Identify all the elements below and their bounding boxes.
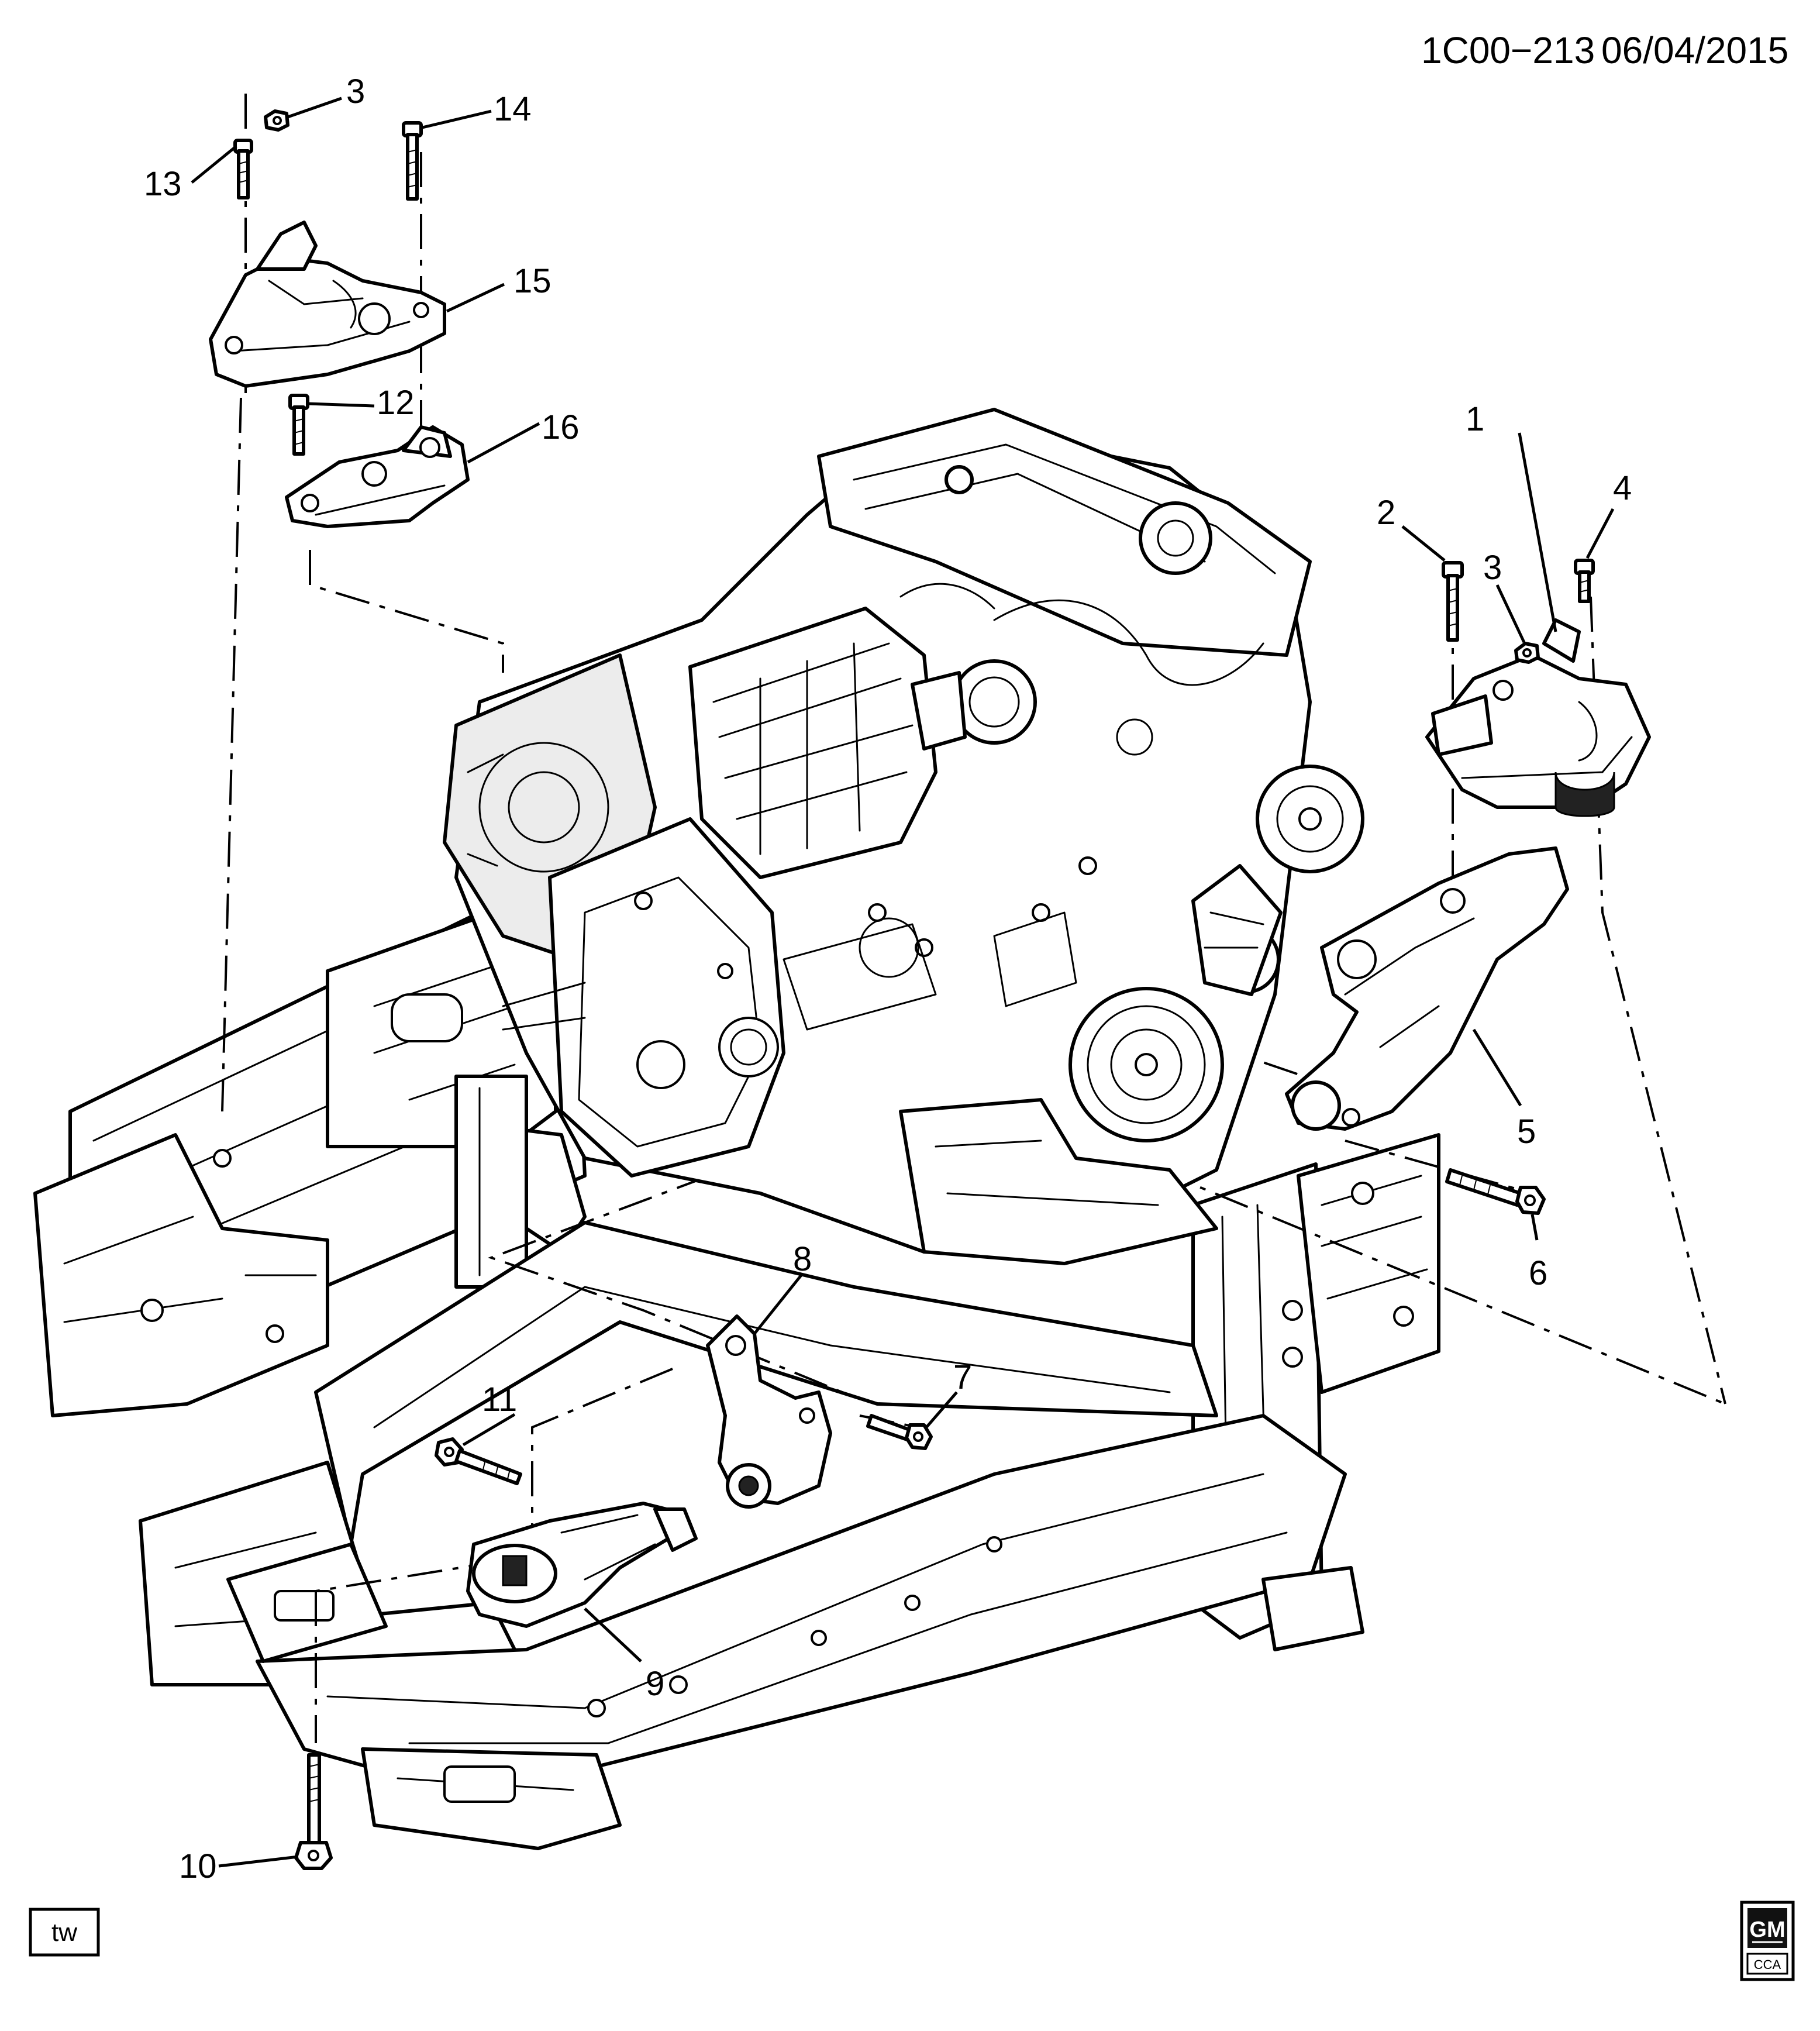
callout-14: 14 — [494, 90, 532, 128]
tw-tag: tw — [29, 1908, 100, 1957]
callout-8: 8 — [793, 1240, 812, 1278]
callout-13: 13 — [144, 165, 182, 203]
part-14-bolt — [402, 121, 423, 201]
part-4-bolt — [1574, 559, 1595, 603]
diagram-date: 06/04/2015 — [1601, 29, 1788, 71]
callout-2: 2 — [1377, 494, 1395, 532]
callout-4: 4 — [1613, 469, 1632, 507]
callout-leaders — [191, 97, 1615, 1868]
gm-logo: GM CCA — [1740, 1901, 1795, 1981]
callout-6: 6 — [1529, 1254, 1547, 1292]
front-crossmember — [33, 899, 587, 1417]
part-13-bolt — [233, 139, 253, 199]
part-16-mount-bracket — [285, 425, 470, 528]
callout-9: 9 — [646, 1665, 664, 1703]
part-6-bolt — [1445, 1168, 1546, 1215]
callout-12: 12 — [377, 384, 415, 422]
callout-16: 16 — [542, 408, 580, 446]
part-1-engine-mount — [1425, 618, 1651, 817]
callout-7: 7 — [953, 1358, 972, 1396]
part-3-nut-right — [1514, 642, 1540, 664]
callout-5: 5 — [1517, 1113, 1536, 1151]
callout-10: 10 — [179, 1847, 217, 1885]
part-12-bolt — [288, 394, 309, 456]
callout-labels: 1 2 3 3 4 5 6 7 8 9 10 11 12 13 14 15 16 — [144, 73, 1632, 1885]
part-10-bolt — [294, 1753, 333, 1870]
part-3-nut — [264, 109, 289, 132]
part-9-rear-torque-mount — [466, 1502, 698, 1628]
callout-3-upper: 3 — [346, 73, 365, 111]
diagram-reference-number: 1C00−213 — [1421, 29, 1595, 71]
engine-assembly — [443, 408, 1364, 1265]
callout-11: 11 — [482, 1381, 517, 1419]
callout-3-right: 3 — [1483, 549, 1502, 587]
engine-subframe — [139, 1221, 1364, 1850]
part-2-bolt — [1442, 561, 1464, 642]
callout-1: 1 — [1466, 400, 1484, 438]
part-15-transmission-mount — [209, 221, 446, 388]
part-5-mount-bracket — [1285, 846, 1569, 1131]
gm-logo-letters: GM — [1749, 1918, 1785, 1942]
gm-logo-sub: CCA — [1754, 1957, 1781, 1972]
part-11-bolt — [435, 1437, 522, 1485]
part-7-bolt — [866, 1414, 933, 1450]
callout-15: 15 — [513, 262, 551, 300]
tw-tag-label: tw — [51, 1918, 77, 1947]
crossmember-slot — [391, 993, 463, 1042]
